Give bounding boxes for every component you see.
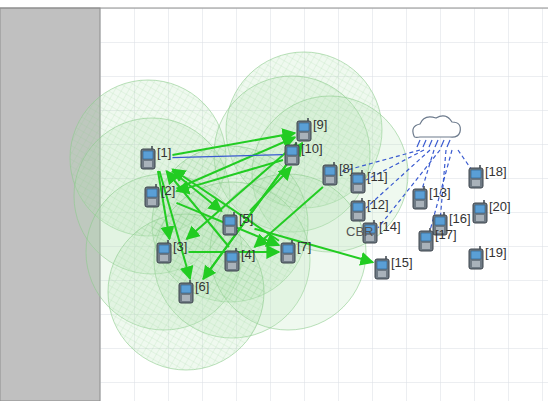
- node-id-label: [9]: [313, 118, 327, 131]
- phone-icon: [468, 246, 484, 270]
- phone-icon: [156, 240, 172, 264]
- phone-icon: [472, 200, 488, 224]
- phone-icon: [418, 228, 434, 252]
- packet-arrow: [172, 133, 295, 155]
- mobile-node: [1]: [140, 146, 171, 170]
- node-id-label: [5]: [239, 212, 253, 225]
- mobile-node: [11]: [350, 170, 388, 194]
- phone-icon: [224, 248, 240, 272]
- node-id-label: [11]: [367, 170, 388, 183]
- node-id-label: [14]: [379, 220, 401, 233]
- node-id-label: [2]: [161, 184, 175, 197]
- packet-arrow: [166, 171, 229, 247]
- packet-arrow: [250, 167, 291, 211]
- phone-icon: [280, 240, 296, 264]
- node-id-label: [3]: [173, 240, 187, 253]
- packet-arrow: [203, 143, 302, 279]
- phone-icon: [178, 280, 194, 304]
- phone-icon: [144, 184, 160, 208]
- phone-icon: [350, 170, 366, 194]
- node-id-label: [15]: [391, 256, 413, 269]
- mobile-node: [4]: [224, 248, 255, 272]
- packet-arrow: [172, 169, 279, 241]
- mobile-node: [5]: [222, 212, 253, 236]
- phone-icon: [350, 198, 366, 222]
- route-line: [172, 155, 283, 158]
- mobile-node: [12]: [350, 198, 389, 222]
- node-id-label: [17]: [435, 228, 457, 241]
- mobile-node: [9]: [296, 118, 327, 142]
- packet-arrow: [176, 160, 283, 191]
- phone-icon: [296, 118, 312, 142]
- mobile-node: [6]: [178, 280, 209, 304]
- node-id-label: [10]: [301, 142, 323, 155]
- mobile-node: [17]: [418, 228, 457, 252]
- packet-arrow: [158, 171, 170, 239]
- mobile-node: [8]: [322, 162, 353, 186]
- packet-arrow: [203, 143, 302, 279]
- phone-icon: [322, 162, 338, 186]
- node-id-label: [4]: [241, 248, 255, 261]
- mobile-node: [7]: [280, 240, 311, 264]
- mobile-node: [20]: [472, 200, 511, 224]
- phone-icon: [412, 186, 428, 210]
- radio-range: [70, 52, 408, 370]
- node-id-label: [18]: [485, 165, 507, 178]
- packet-arrow: [255, 187, 323, 247]
- cloud-symbol: [413, 116, 460, 147]
- wireless-link: [340, 150, 476, 238]
- phone-icon: [140, 146, 156, 170]
- phone-icon: [468, 165, 484, 189]
- node-id-label: [6]: [195, 280, 209, 293]
- phone-icon: [374, 256, 390, 280]
- mobile-node: [15]: [374, 256, 413, 280]
- node-id-label: [12]: [367, 198, 389, 211]
- phone-icon: [222, 212, 238, 236]
- node-id-label: [20]: [489, 200, 511, 213]
- mobile-node: [2]: [144, 184, 175, 208]
- mobile-node: [10]: [284, 142, 323, 166]
- traffic-label: CBR: [346, 224, 373, 239]
- node-id-label: [1]: [157, 146, 171, 159]
- node-id-label: [7]: [297, 240, 311, 253]
- node-id-label: [13]: [429, 186, 451, 199]
- mobile-node: [18]: [468, 165, 507, 189]
- phone-icon: [284, 142, 300, 166]
- mobile-node: [3]: [156, 240, 187, 264]
- node-id-label: [16]: [449, 212, 471, 225]
- mobile-node: [19]: [468, 246, 507, 270]
- node-id-label: [19]: [485, 246, 507, 259]
- mobile-node: [13]: [412, 186, 451, 210]
